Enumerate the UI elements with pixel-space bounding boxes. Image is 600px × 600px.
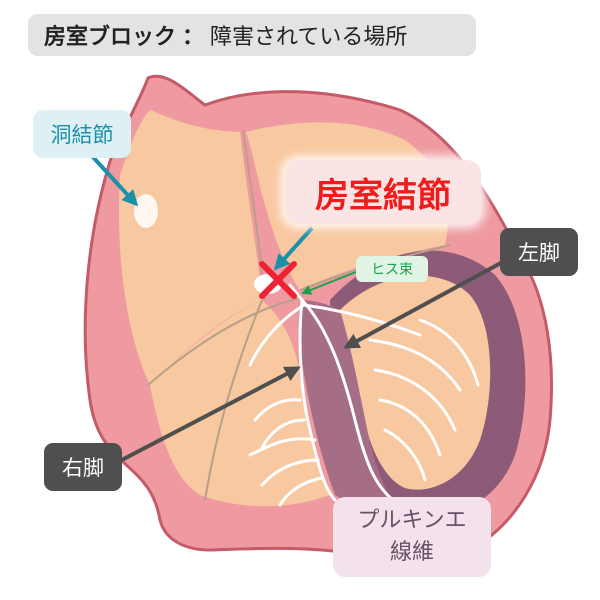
left-bundle-arrow xyxy=(343,256,511,349)
right-atrium xyxy=(118,110,263,385)
right-ventricle xyxy=(150,300,330,507)
x-mark-icon xyxy=(259,261,297,299)
purkinje-label: プルキンエ 線維 xyxy=(333,497,491,577)
his-bundle-arrow xyxy=(301,271,357,295)
purkinje-label-line1: プルキンエ xyxy=(357,508,467,533)
right-bundle-label: 右脚 xyxy=(44,443,122,491)
title-box: 房室ブロック ： 障害されている場所 xyxy=(28,14,476,56)
purkinje-label-line2: 線維 xyxy=(389,540,434,565)
his-bundle-label: ヒス束 xyxy=(356,256,428,282)
title-rest: 障害されている場所 xyxy=(210,25,408,50)
left-bundle-label: 左脚 xyxy=(500,228,578,276)
av-node-label: 房室結節 xyxy=(285,160,481,224)
sa-node-label: 洞結節 xyxy=(33,110,131,158)
sa-node-arrow xyxy=(90,154,139,207)
left-bundle-path xyxy=(300,298,402,507)
his-bundle-path xyxy=(288,283,304,302)
title-strong: 房室ブロック xyxy=(44,25,177,50)
right-bundle-arrow xyxy=(117,366,301,464)
av-node-arrow xyxy=(273,226,314,271)
sa-node xyxy=(134,194,158,228)
title-separator: ： xyxy=(182,25,205,50)
septum xyxy=(299,300,400,515)
right-bundle-path xyxy=(298,298,337,502)
